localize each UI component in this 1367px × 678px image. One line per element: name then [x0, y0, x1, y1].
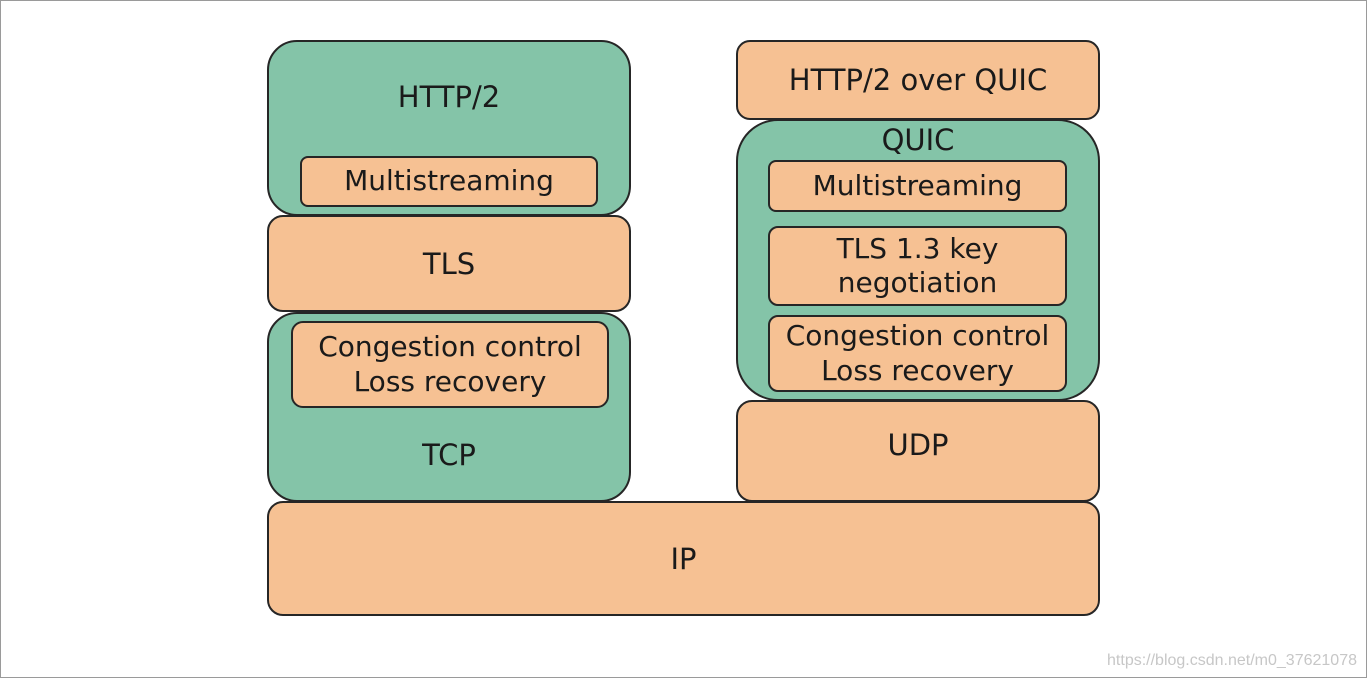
tcp-loss-label: Loss recovery: [353, 364, 547, 398]
http2-label: HTTP/2: [397, 80, 501, 114]
quic-multistreaming-box: Multistreaming: [768, 160, 1067, 212]
quic-congestion-label: Congestion control: [785, 319, 1050, 353]
http2-over-quic-layer: HTTP/2 over QUIC: [736, 40, 1100, 120]
tcp-congestion-box: Congestion control Loss recovery: [291, 321, 609, 408]
udp-layer: UDP: [736, 400, 1100, 502]
http2-over-quic-label: HTTP/2 over QUIC: [788, 63, 1048, 97]
quic-tls-box: TLS 1.3 key negotiation: [768, 226, 1067, 306]
http2-multistreaming-box: Multistreaming: [300, 156, 598, 207]
tls-layer: TLS: [267, 215, 631, 312]
http2-multistreaming-label: Multistreaming: [344, 164, 554, 198]
tcp-label: TCP: [422, 438, 476, 472]
udp-label: UDP: [887, 428, 949, 462]
quic-label: QUIC: [881, 123, 955, 157]
tcp-congestion-label: Congestion control: [318, 330, 582, 364]
quic-congestion-box: Congestion control Loss recovery: [768, 315, 1067, 392]
quic-tls-line1: TLS 1.3 key: [836, 231, 999, 265]
tls-label: TLS: [422, 246, 476, 281]
quic-tls-line2: negotiation: [837, 266, 998, 299]
ip-layer: IP: [267, 501, 1100, 616]
quic-loss-label: Loss recovery: [821, 353, 1014, 387]
quic-multistreaming-label: Multistreaming: [812, 168, 1023, 202]
ip-label: IP: [670, 541, 697, 576]
watermark-text: https://blog.csdn.net/m0_37621078: [1107, 652, 1357, 669]
